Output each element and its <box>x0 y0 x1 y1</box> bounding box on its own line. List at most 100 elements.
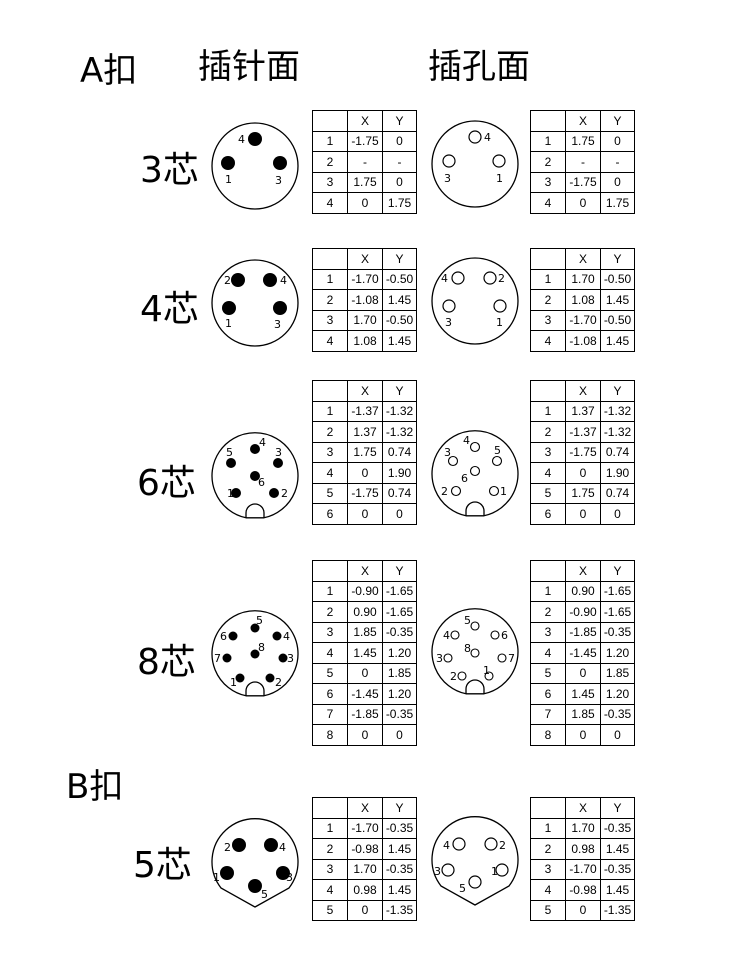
x-coord-cell: 0 <box>347 503 383 525</box>
pin-label: 1 <box>213 871 220 884</box>
x-coord-cell: 0.98 <box>347 879 383 901</box>
pin-number-cell: 5 <box>312 899 348 921</box>
pin-label: 3 <box>286 871 293 884</box>
socket-label: 3 <box>444 446 451 459</box>
y-coord-cell: Y <box>600 110 635 132</box>
y-coord-cell: - <box>600 151 635 173</box>
pin-number-cell: 2 <box>530 838 566 860</box>
pin-6 <box>228 631 238 641</box>
x-coord-cell: 0 <box>565 192 601 214</box>
y-coord-cell: -1.32 <box>382 421 417 443</box>
y-coord-cell: 1.20 <box>600 642 635 664</box>
pin-number-cell: 1 <box>530 817 566 839</box>
pin-number-cell: 2 <box>530 151 566 173</box>
socket-face-5core-diagram: 4 2 3 1 5 <box>431 816 519 906</box>
pin-number-cell: 2 <box>530 289 566 311</box>
pin-face-5core-diagram: 2 4 1 3 5 <box>211 818 299 908</box>
pin-number-cell <box>530 560 566 582</box>
x-coord-cell: -1.37 <box>565 421 601 443</box>
y-coord-cell: 1.20 <box>382 642 417 664</box>
x-coord-cell: X <box>347 248 383 270</box>
pin-4 <box>248 132 262 146</box>
table-row: 3-1.70-0.35 <box>530 858 635 880</box>
socket-label: 2 <box>498 272 505 285</box>
socket-hole-4 <box>451 271 465 285</box>
socket-hole-8 <box>470 648 480 658</box>
pin-number-cell <box>312 110 348 132</box>
connector-outline <box>245 503 265 518</box>
pin-1 <box>231 488 241 498</box>
y-coord-cell: 1.90 <box>600 462 635 484</box>
y-coord-cell: 0.74 <box>382 482 417 504</box>
x-coord-cell: - <box>565 151 601 173</box>
y-coord-cell: 1.45 <box>600 330 635 352</box>
y-coord-cell: 0.74 <box>600 441 635 463</box>
pin-number-cell: 2 <box>312 421 348 443</box>
x-coord-cell: 1.45 <box>347 642 383 664</box>
pin-number-cell: 1 <box>312 268 348 290</box>
x-coord-cell: -1.70 <box>347 817 383 839</box>
y-coord-cell: 1.45 <box>600 879 635 901</box>
pin-label: 2 <box>224 841 231 854</box>
y-coord-cell: -1.65 <box>382 601 417 623</box>
pin-label: 5 <box>256 614 263 627</box>
pin-number-cell: 2 <box>312 601 348 623</box>
pin-number-cell <box>312 797 348 819</box>
pin-face-3core-diagram: 4 1 3 <box>211 122 299 210</box>
pin-1 <box>235 673 245 683</box>
table-row: 2-1.37-1.32 <box>530 421 635 443</box>
x-coord-cell: -0.90 <box>347 580 383 602</box>
socket-label: 6 <box>501 629 508 642</box>
socket-label: 2 <box>450 670 457 683</box>
socket-hole-4 <box>469 441 481 453</box>
table-row: 2-0.90-1.65 <box>530 601 635 623</box>
x-coord-cell: 1.75 <box>347 441 383 463</box>
socket-hole-5 <box>470 621 480 631</box>
socket-hole-6 <box>469 465 481 477</box>
pin-number-cell: 1 <box>530 580 566 602</box>
pin-number-cell <box>312 248 348 270</box>
pin-number-cell: 5 <box>530 899 566 921</box>
connector-outline <box>245 681 265 696</box>
y-coord-cell: -1.32 <box>600 400 635 422</box>
pin-number-cell: 2 <box>312 289 348 311</box>
x-coord-cell: -1.45 <box>565 642 601 664</box>
pin-label: 7 <box>214 652 221 665</box>
pin-number-cell: 5 <box>530 662 566 684</box>
x-coord-cell: X <box>565 110 601 132</box>
y-coord-cell: 1.45 <box>382 838 417 860</box>
y-coord-cell: Y <box>382 110 417 132</box>
x-coord-cell: X <box>565 248 601 270</box>
socket-hole-7 <box>497 653 507 663</box>
socket-hole-2 <box>457 671 467 681</box>
table-row: 1-1.37-1.32 <box>312 400 417 422</box>
x-coord-cell: -1.85 <box>347 703 383 725</box>
pin-face-8core-diagram: 5 6 4 8 7 3 1 2 <box>211 610 299 697</box>
pin-number-cell: 1 <box>312 580 348 602</box>
pin-number-cell: 2 <box>530 601 566 623</box>
pin-label: 2 <box>281 487 288 500</box>
x-coord-cell: 1.70 <box>565 268 601 290</box>
table-row: 2-- <box>312 151 417 173</box>
pin-label: 1 <box>225 317 232 330</box>
pin-number-cell: 3 <box>530 858 566 880</box>
pin-number-cell: 1 <box>312 130 348 152</box>
y-coord-cell: -0.50 <box>382 268 417 290</box>
